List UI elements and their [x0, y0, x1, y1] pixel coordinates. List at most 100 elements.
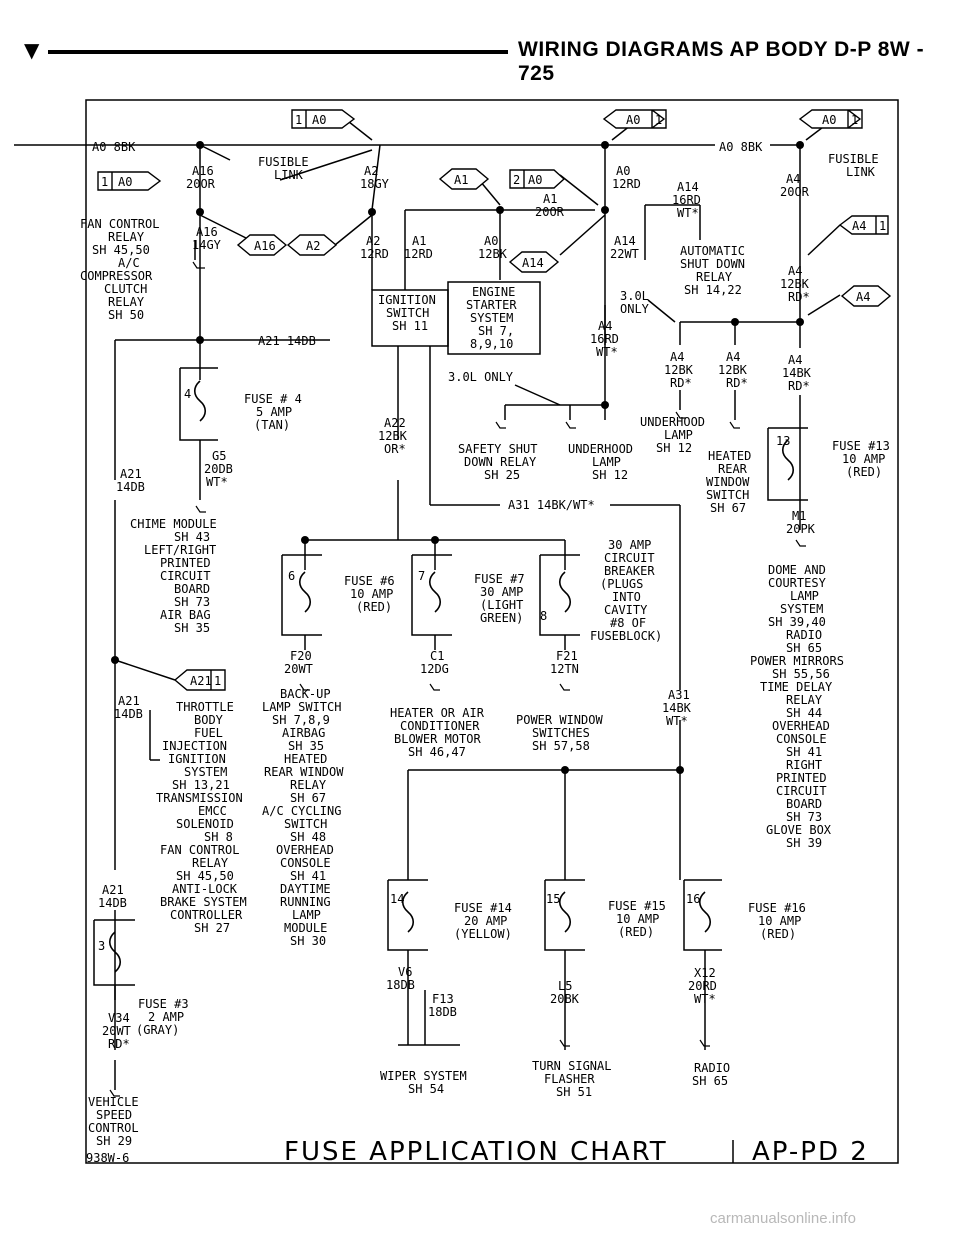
underhood-right-1: UNDERHOOD: [640, 415, 705, 429]
a16-20or-1: A16: [192, 164, 214, 178]
fuse13-label-1: FUSE #13: [832, 439, 890, 453]
a16-20or-2: 20OR: [186, 177, 216, 191]
f21-1: F21: [556, 649, 578, 663]
fuse15-label-1: FUSE #15: [608, 899, 666, 913]
fuse3-number: 3: [98, 939, 105, 953]
backup-lamp-12: SH 48: [290, 830, 326, 844]
a14-16rd-3: WT*: [677, 206, 699, 220]
turn-signal-2: FLASHER: [544, 1072, 595, 1086]
asd-relay-2: SHUT DOWN: [680, 257, 745, 271]
a4-12bk-b2-3: RD*: [726, 376, 748, 390]
connector-a0-side-pin: 1: [101, 175, 108, 189]
dome-circuit-4: SYSTEM: [780, 602, 823, 616]
watermark: carmanualsonline.info: [710, 1210, 856, 1227]
circuit-breaker-8: FUSEBLOCK): [590, 629, 662, 643]
a4-14bk-1: A4: [788, 353, 802, 367]
backup-lamp-10: A/C CYCLING: [262, 804, 341, 818]
f20-2: 20WT: [284, 662, 313, 676]
a4-12bk-1: A4: [788, 264, 802, 278]
circuit-breaker-3: BREAKER: [604, 564, 655, 578]
engine-starter-5: 8,9,10: [470, 337, 513, 351]
a0-8bk-right: A0 8BK: [719, 140, 763, 154]
a31-14bk-1: A31: [668, 688, 690, 702]
fuse14-label-2: 20 AMP: [464, 914, 507, 928]
ignition-switch-3: SH 11: [392, 319, 428, 333]
connector-a0-center: A0: [528, 173, 542, 187]
dome-circuit-8: POWER MIRRORS: [750, 654, 844, 668]
throttle-body-5: IGNITION: [168, 752, 226, 766]
a2-18gy-1: A2: [364, 164, 378, 178]
diagram-frame: [85, 99, 899, 1164]
a14-22wt-2: 22WT: [610, 247, 639, 261]
fuse15-label-2: 10 AMP: [616, 912, 659, 926]
throttle-body-13: RELAY: [192, 856, 229, 870]
ignition-switch-1: IGNITION: [378, 293, 436, 307]
circuit-breaker-7: #8 OF: [610, 616, 646, 630]
connector-a21: A21: [190, 674, 212, 688]
connector-a0-left: A0: [312, 113, 326, 127]
fan-control-label-7: RELAY: [108, 295, 145, 309]
v34-1: V34: [108, 1011, 130, 1025]
page-header-title: WIRING DIAGRAMS AP BODY D-P 8W - 725: [518, 38, 925, 85]
fusible-link-right-1: FUSIBLE: [828, 152, 879, 166]
a4-20or-2: 20OR: [780, 185, 810, 199]
throttle-body-15: ANTI-LOCK: [172, 882, 238, 896]
heater-blower-2: CONDITIONER: [400, 719, 480, 733]
engine-starter-1: ENGINE: [472, 285, 515, 299]
throttle-body-12: FAN CONTROL: [160, 843, 239, 857]
a1-20or-1: A1: [543, 192, 557, 206]
backup-lamp-3: SH 7,8,9: [272, 713, 330, 727]
a4-12bk-b1-1: A4: [670, 350, 684, 364]
power-window-1: POWER WINDOW: [516, 713, 603, 727]
header-rule: [48, 50, 508, 54]
fuse7-label-1: FUSE #7: [474, 572, 525, 586]
heated-window-1: HEATED: [708, 449, 751, 463]
underhood-mid-3: SH 12: [592, 468, 628, 482]
backup-lamp-6: HEATED: [284, 752, 327, 766]
a22-3: OR*: [384, 442, 406, 456]
connector-a1: A1: [454, 173, 468, 187]
three-l-only-2: ONLY: [620, 302, 650, 316]
m1-2: 20PK: [786, 522, 816, 536]
a31-14bk-2: 14BK: [662, 701, 692, 715]
fuse4-label-2: 5 AMP: [256, 405, 292, 419]
fuse14-label-1: FUSE #14: [454, 901, 512, 915]
a21-14db-low-1: A21: [102, 883, 124, 897]
dome-circuit-18: CIRCUIT: [776, 784, 827, 798]
fuse3-label-2: 2 AMP: [148, 1010, 184, 1024]
backup-lamp-16: DAYTIME: [280, 882, 331, 896]
dome-circuit-13: OVERHEAD: [772, 719, 830, 733]
connector-a2: A2: [306, 239, 320, 253]
chime-module-4: PRINTED: [160, 556, 211, 570]
dome-circuit-14: CONSOLE: [776, 732, 827, 746]
a4-14bk-2: 14BK: [782, 366, 812, 380]
throttle-body-16: BRAKE SYSTEM: [160, 895, 247, 909]
dome-circuit-7: SH 65: [786, 641, 822, 655]
fan-control-label-1: FAN CONTROL: [80, 217, 159, 231]
connector-a4: A4: [856, 290, 870, 304]
a0-8bk-left: A0 8BK: [92, 140, 136, 154]
chime-module-1: CHIME MODULE: [130, 517, 217, 531]
safety-relay-3: SH 25: [484, 468, 520, 482]
wiper-system-2: SH 54: [408, 1082, 444, 1096]
connector-a0-side: A0: [118, 175, 132, 189]
fuse13-number: 13: [776, 434, 790, 448]
dome-circuit-5: SH 39,40: [768, 615, 826, 629]
a21-14db-left-2: 14DB: [116, 480, 145, 494]
a0-12bk-2: 12BK: [478, 247, 508, 261]
c1-1: C1: [430, 649, 444, 663]
connector-a14: A14: [522, 256, 544, 270]
heated-window-2: REAR: [718, 462, 748, 476]
fuse16-number: 16: [686, 892, 700, 906]
fuse7-label-2: 30 AMP: [480, 585, 523, 599]
fuse16-label-2: 10 AMP: [758, 914, 801, 928]
circuit-breaker-4: (PLUGS: [600, 577, 643, 591]
three-l-only-mid: 3.0L ONLY: [448, 370, 514, 384]
asd-relay-3: RELAY: [696, 270, 733, 284]
vehicle-speed-3: CONTROL: [88, 1121, 139, 1135]
turn-signal-1: TURN SIGNAL: [532, 1059, 611, 1073]
engine-starter-2: STARTER: [466, 298, 517, 312]
backup-lamp-5: SH 35: [288, 739, 324, 753]
circuit-breaker-6: CAVITY: [604, 603, 648, 617]
